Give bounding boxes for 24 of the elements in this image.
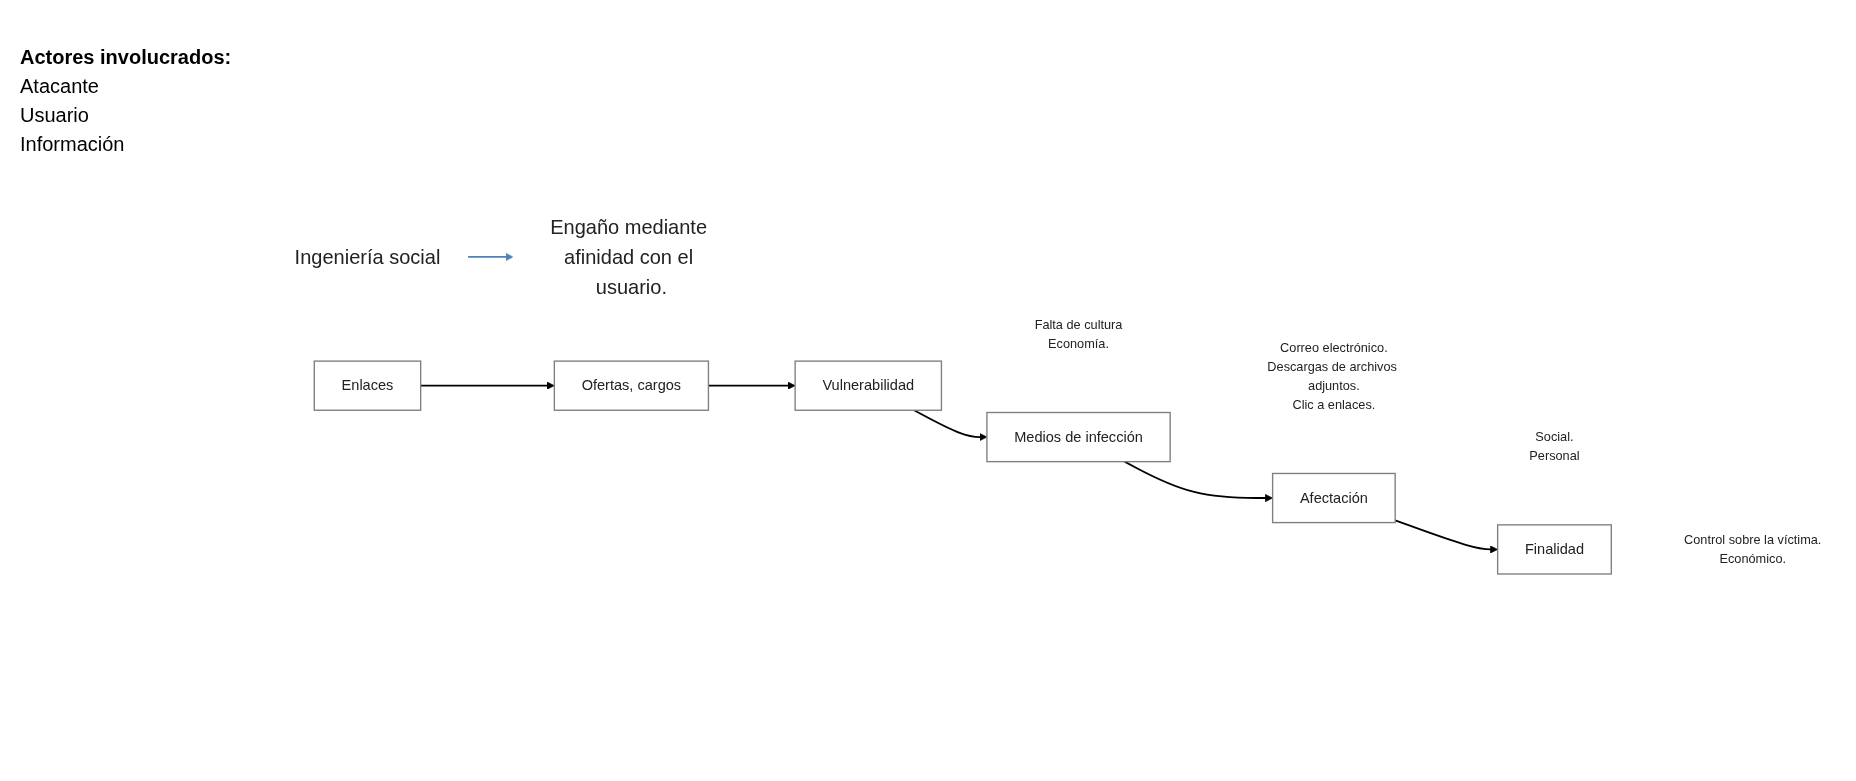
node-box: Medios de infección — [986, 412, 1171, 463]
node-label: Control sobre la víctima. — [1684, 532, 1822, 547]
node-text: Engaño mediante afinidad con el usuario. — [550, 215, 708, 299]
node-label: Correo electrónico. — [1280, 340, 1388, 355]
node-label: Economía. — [1048, 336, 1109, 351]
node-box: Vulnerabilidad — [794, 360, 943, 412]
arrow — [1123, 461, 1273, 503]
node-label: Falta de cultura — [1034, 317, 1123, 332]
list-item: Información — [20, 133, 126, 156]
node-box: Ofertas, cargos — [553, 360, 710, 412]
arrow — [466, 253, 514, 262]
node-box: Enlaces — [313, 360, 422, 412]
node-label: Clic a enlaces. — [1292, 397, 1376, 412]
node-text: Ingeniería social — [294, 245, 441, 269]
list-item: Atacante — [20, 75, 100, 98]
list-item: Usuario — [20, 104, 90, 127]
node-box: Finalidad — [1496, 524, 1612, 575]
node-label: Social. — [1535, 429, 1574, 445]
node-box: Afectación — [1271, 473, 1396, 524]
node-label: Descargas de archivos adjuntos. — [1267, 359, 1397, 393]
node-label: Económico. — [1719, 551, 1787, 567]
list-heading: Actores involucrados: — [20, 46, 233, 69]
arrow — [1394, 519, 1498, 554]
node-label: Personal — [1529, 448, 1580, 464]
